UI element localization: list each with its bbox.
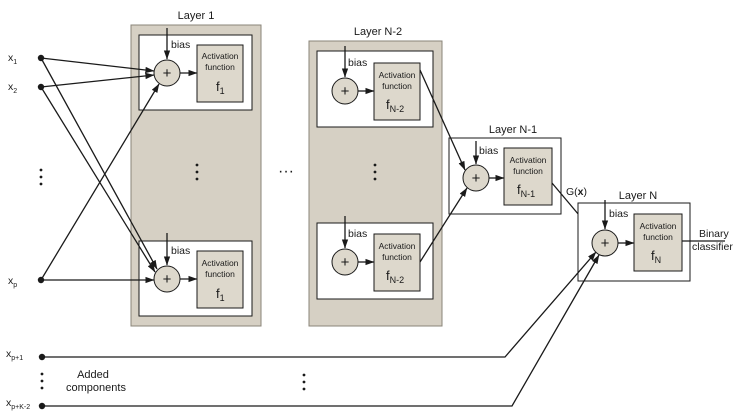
- x2-to-top-sum: [40, 72, 155, 88]
- layer-1-bottom-activation-label-1: Activation: [202, 258, 239, 268]
- layer-n-activation-box: [633, 213, 683, 272]
- xp-to-top-sum: [40, 83, 160, 281]
- layer-n1-label: Layer N-1: [489, 124, 537, 136]
- layer-n2-top-activation-label-1: Activation: [379, 70, 416, 80]
- layer-n-bias-label: bias: [609, 208, 628, 220]
- input-xpk2-label: xp+K-2: [6, 397, 30, 411]
- g-of-x-label: G(x): [566, 186, 587, 198]
- layer-n-label: Layer N: [619, 190, 658, 202]
- layer-n2-vertical-ellipsis: [373, 163, 377, 181]
- input-x1-label: x1: [8, 52, 17, 66]
- layer-1-bottom-activation-box: [196, 250, 244, 309]
- layer-1-label: Layer 1: [178, 10, 215, 22]
- layer-n-sum-symbol: +: [601, 235, 610, 252]
- layer-n-function-symbol: fN: [651, 248, 661, 265]
- layer-1-top-activation-box: [196, 44, 244, 103]
- input-vertical-ellipsis: [39, 168, 43, 186]
- layer-n1-activation-label-2: function: [513, 166, 543, 176]
- output-label-line-1: Binary: [699, 228, 730, 240]
- layer-1-bottom-sum-symbol: +: [163, 271, 172, 288]
- layer-n2-top-function-symbol: fN-2: [386, 97, 404, 114]
- layer-n2-bottom-activation-label-1: Activation: [379, 241, 416, 251]
- layer-1-top-sum-symbol: +: [163, 65, 172, 82]
- layer-1-bottom-activation-label-2: function: [205, 269, 235, 279]
- input-x2-label: x2: [8, 81, 17, 95]
- added-components-label-1: Added: [77, 369, 109, 381]
- xp1-to-layer-n-sum: [42, 251, 597, 358]
- layer-1-top-activation-label-1: Activation: [202, 51, 239, 61]
- layer-n2-bottom-function-symbol: fN-2: [386, 268, 404, 285]
- layer-n2-bottom-activation-label-2: function: [382, 252, 412, 262]
- layer-n-activation-label-2: function: [643, 232, 673, 242]
- added-components-label-2: components: [66, 382, 126, 394]
- layer-1-top-activation-label-2: function: [205, 62, 235, 72]
- layer-n2-top-activation-label-2: function: [382, 81, 412, 91]
- output-label-line-2: classifier: [692, 241, 733, 253]
- layer-n2-bottom-sum-symbol: +: [341, 254, 350, 271]
- layer-1-vertical-ellipsis: [195, 163, 199, 181]
- x2-to-bottom-sum: [40, 86, 156, 273]
- layer-n2-label: Layer N-2: [354, 26, 402, 38]
- layer-n1-activation-box: [503, 147, 553, 206]
- x1-to-bottom-sum: [40, 57, 158, 270]
- layer-n2-top-activation-box: [373, 62, 421, 121]
- layer-n-activation-label-1: Activation: [640, 221, 677, 231]
- layer-n2-bottom-activation-box: [373, 233, 421, 292]
- input-xp1-label: xp+1: [6, 348, 23, 362]
- layer-n2-top-sum-symbol: +: [341, 83, 350, 100]
- x1-to-top-sum: [40, 57, 155, 74]
- added-components-vertical-ellipsis: [302, 373, 306, 391]
- xpk2-to-layer-n-sum: [42, 254, 600, 407]
- input-xp-label: xp: [8, 275, 17, 289]
- layer-n1-bias-label: bias: [479, 145, 498, 157]
- layer-n2-bottom-bias-label: bias: [348, 228, 367, 240]
- layer-n1-sum-symbol: +: [472, 170, 481, 187]
- between-layers-ellipsis: ···: [278, 163, 294, 180]
- n2-bottom-to-n1-sum: [419, 187, 468, 263]
- layer-1-bottom-bias-label: bias: [171, 245, 190, 257]
- layer-1-top-function-symbol: f1: [216, 79, 225, 96]
- layer-n1-function-symbol: fN-1: [517, 182, 535, 199]
- n2-top-to-n1-sum: [419, 69, 466, 171]
- layer-1-top-bias-label: bias: [171, 39, 190, 51]
- added-inputs-vertical-ellipsis: [40, 372, 44, 390]
- layer-n1-activation-label-1: Activation: [510, 155, 547, 165]
- layer-1-bottom-function-symbol: f1: [216, 286, 225, 303]
- layer-n2-top-bias-label: bias: [348, 57, 367, 69]
